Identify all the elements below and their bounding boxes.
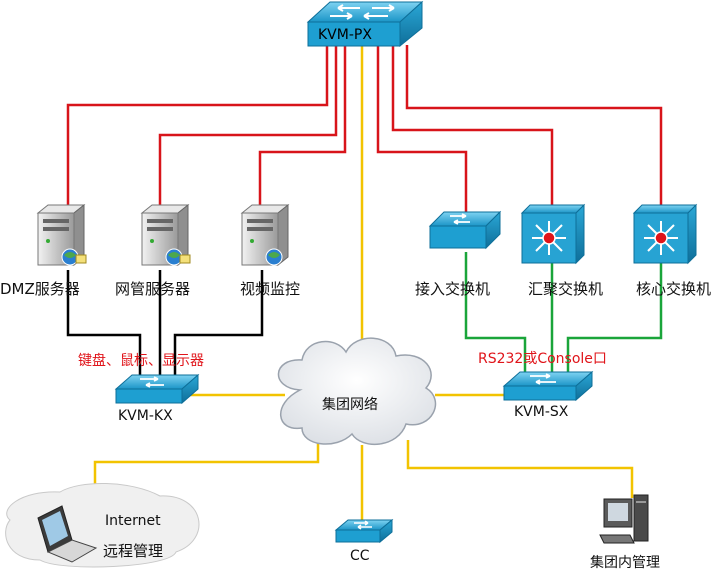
link-px-video [258,45,347,212]
aggregation-switch-label: 汇聚交换机 [528,280,604,298]
internet-label: Internet [105,513,161,529]
laptop-icon [5,482,200,568]
remote-mgmt-label: 远程管理 [103,542,164,560]
kvm-kx-switch-icon [114,373,200,405]
video-monitor-label: 视频监控 [240,280,301,298]
kvm-sx-switch-icon [502,370,594,402]
kvm-kx-label: KVM-KX [118,408,173,424]
video-monitor-server-icon [240,203,290,267]
link-px-nm [158,45,338,212]
link-px-dmz [66,45,329,212]
kvm-kx-note: 键盘、鼠标、显示器 [78,353,204,369]
internal-mgmt-label: 集团内管理 [590,555,660,571]
aggregation-switch-icon [520,203,586,265]
nm-server-label: 网管服务器 [115,280,191,298]
link-core-sx [566,262,663,374]
link-px-core [405,45,663,205]
access-switch-icon [428,210,502,250]
dmz-server-label: DMZ服务器 [0,280,80,298]
desktop-pc-icon [599,494,649,544]
link-access-sx [464,252,527,374]
kvm-px-switch-icon [306,0,424,48]
dmz-server-icon [36,203,87,267]
cc-switch-icon [334,518,394,544]
cc-label: CC [350,548,370,564]
link-px-aggregation [391,45,554,205]
core-switch-icon [632,203,698,265]
cloud-icon [277,337,437,446]
group-network-label: 集团网络 [322,397,378,413]
access-switch-label: 接入交换机 [415,280,491,298]
link-px-access [376,45,468,212]
link-video-kx [173,270,264,378]
serial-links [464,252,663,374]
kvm-px-label: KVM-PX [318,27,372,43]
core-switch-label: 核心交换机 [636,280,712,298]
kvm-sx-label: KVM-SX [514,404,569,420]
link-dmz-kx [66,270,142,378]
nm-server-icon [140,203,191,267]
kvm-links [66,45,663,212]
kvm-sx-note: RS232或Console口 [478,351,607,367]
link-network-internal [406,440,634,498]
kbd-mouse-links [66,270,264,378]
link-network-internet [93,440,320,498]
network-links [93,45,634,522]
